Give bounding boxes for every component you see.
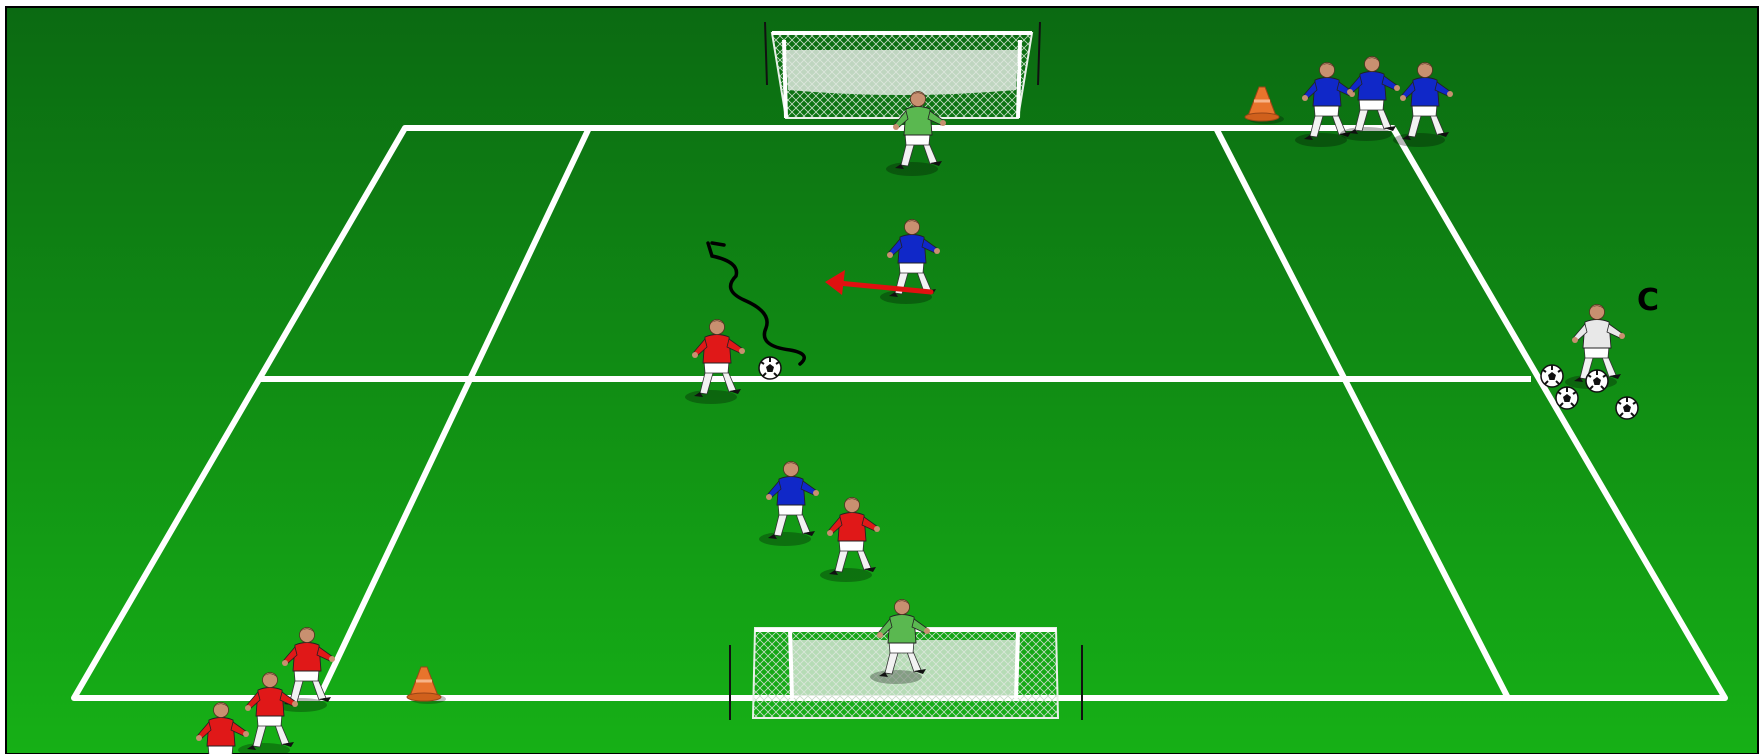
- ball-icon: [1586, 370, 1608, 392]
- ball-icon: [1556, 387, 1578, 409]
- top-goal-icon: [765, 22, 1040, 118]
- ball-icon: [1541, 365, 1563, 387]
- ball-icon: [759, 357, 781, 379]
- ball-icon: [1616, 397, 1638, 419]
- coach-label: C: [1637, 283, 1659, 318]
